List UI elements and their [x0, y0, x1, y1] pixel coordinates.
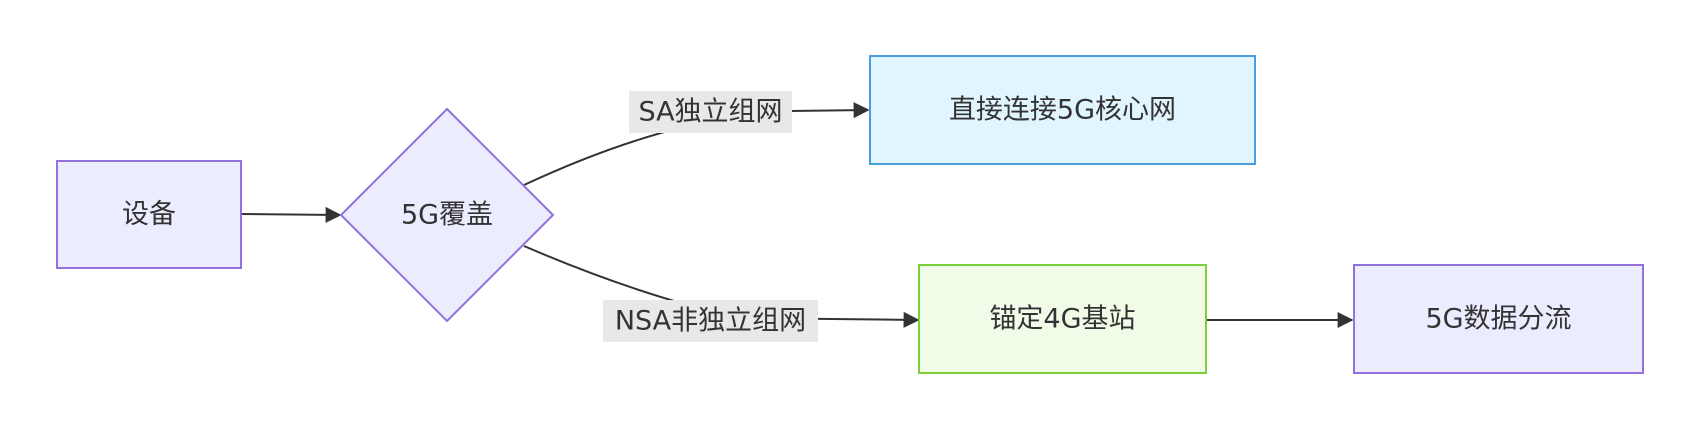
node-coverage-label: 5G覆盖: [401, 200, 493, 231]
node-core-label: 直接连接5G核心网: [949, 95, 1176, 126]
edge-label-sa-text: SA独立组网: [638, 97, 782, 128]
node-coverage-diamond: [339, 107, 555, 323]
node-split[interactable]: 5G数据分流: [1353, 264, 1644, 374]
edge-label-sa: SA独立组网: [629, 91, 792, 133]
edge-label-nsa-bg: [603, 300, 818, 342]
node-anchor-box: [918, 264, 1207, 374]
edge-label-nsa: NSA非独立组网: [603, 300, 818, 342]
node-device-box: [56, 160, 242, 269]
node-anchor-label: 锚定4G基站: [989, 304, 1135, 335]
node-core[interactable]: 直接连接5G核心网: [869, 55, 1256, 165]
node-coverage[interactable]: 5G覆盖: [339, 107, 555, 323]
edge-label-nsa-text: NSA非独立组网: [615, 306, 806, 337]
node-device[interactable]: 设备: [56, 160, 242, 269]
node-split-box: [1353, 264, 1644, 374]
node-anchor[interactable]: 锚定4G基站: [918, 264, 1207, 374]
edge-device-to-coverage: [241, 206, 342, 223]
node-core-box: [869, 55, 1256, 165]
edge-label-sa-bg: [629, 91, 792, 133]
node-device-label: 设备: [122, 199, 176, 230]
node-split-label: 5G数据分流: [1425, 304, 1571, 335]
